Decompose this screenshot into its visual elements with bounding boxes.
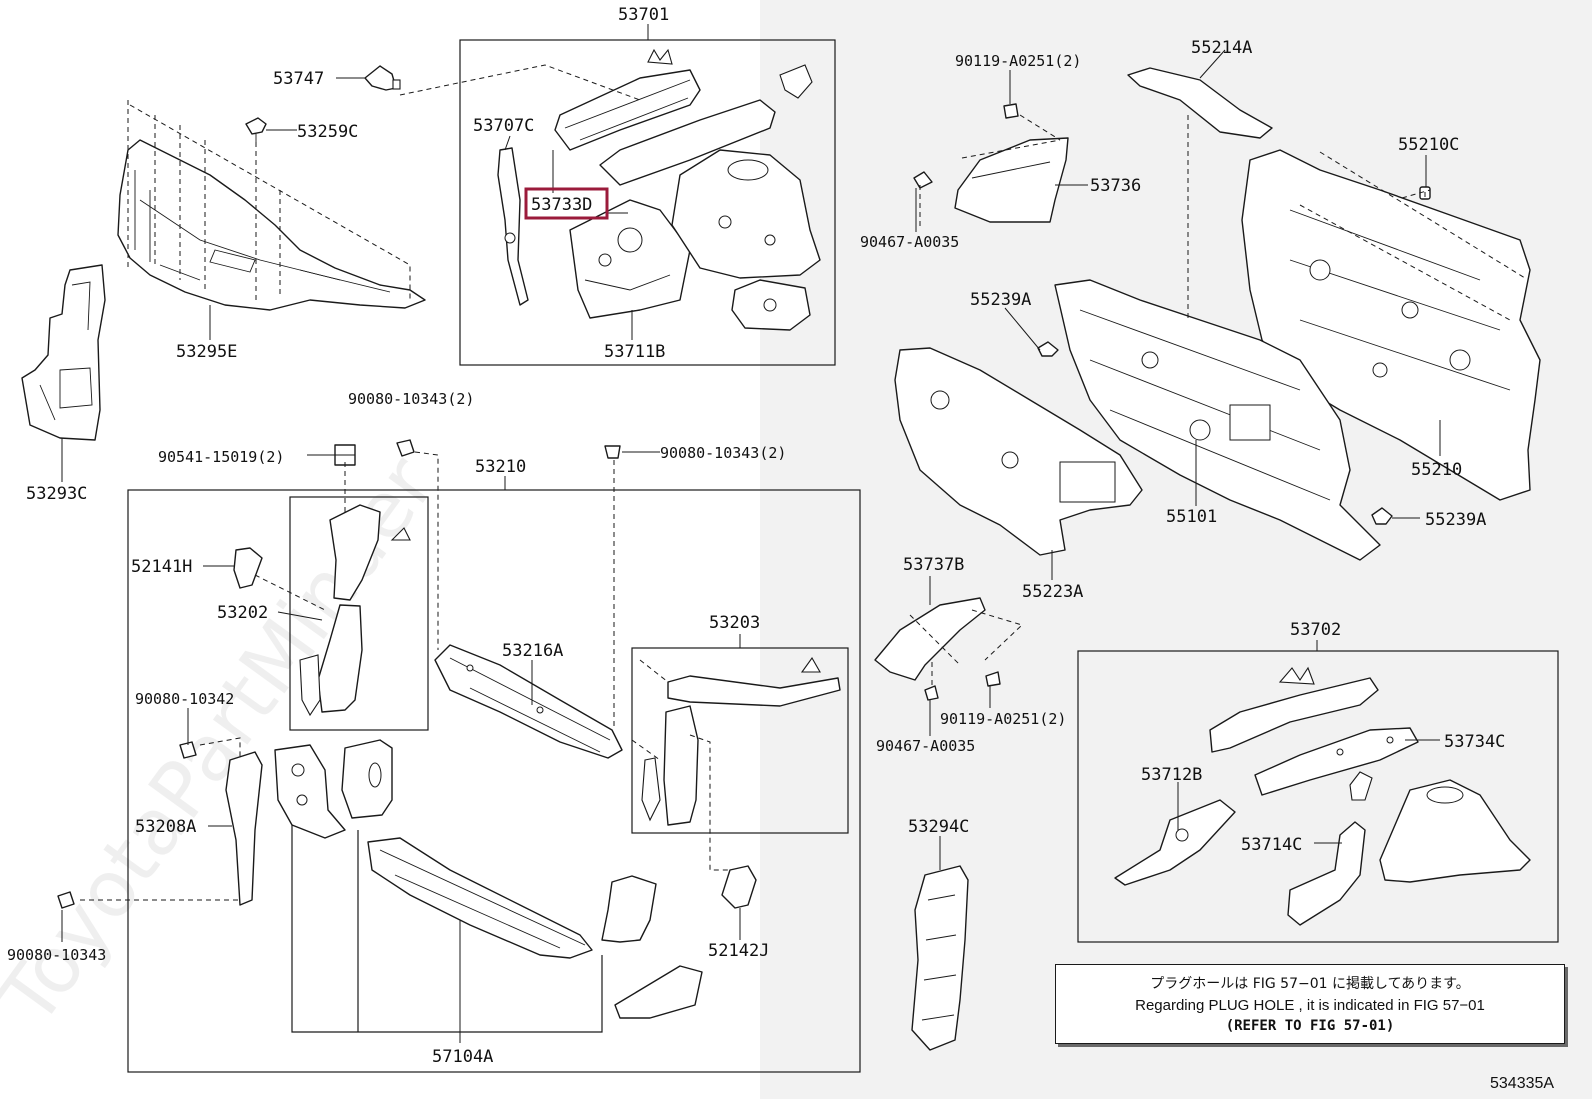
label-53208A[interactable]: 53208A: [135, 817, 196, 837]
part-53216A-shape: [434, 644, 623, 759]
group-frame-53202: [289, 496, 429, 731]
part-53293C-shape: [21, 264, 106, 441]
part-55210-shape: [1241, 149, 1541, 501]
part-53210-brace-left: [274, 744, 346, 839]
label-53747[interactable]: 53747: [273, 69, 324, 89]
label-53736[interactable]: 53736: [1090, 176, 1141, 196]
label-90467-A0035-a[interactable]: 90467-A0035: [860, 233, 959, 251]
label-90080-10343[interactable]: 90080-10343: [7, 946, 106, 964]
part-53202-shape: [299, 504, 411, 717]
part-57104A-side: [601, 875, 657, 943]
part-52141H-shape: [233, 547, 263, 589]
label-55210[interactable]: 55210: [1411, 460, 1462, 480]
bolt-icons-right: [913, 103, 1019, 701]
part-53259C-shape: [245, 117, 267, 142]
bolt-icons: [57, 439, 621, 909]
label-53210[interactable]: 53210: [475, 457, 526, 477]
label-53293C[interactable]: 53293C: [26, 484, 87, 504]
part-53295E-shape: [117, 139, 426, 311]
label-53701[interactable]: 53701: [618, 5, 669, 25]
label-90080-10342[interactable]: 90080-10342: [135, 690, 234, 708]
label-90080-10343-2-a[interactable]: 90080-10343(2): [348, 390, 474, 408]
label-53702[interactable]: 53702: [1290, 620, 1341, 640]
group-bracket-57104A: [291, 750, 603, 1033]
part-53702-rail: [1209, 666, 1379, 753]
label-53203[interactable]: 53203: [709, 613, 760, 633]
part-53203-shape: [641, 656, 841, 826]
note-line-refer: (REFER TO FIG 57-01): [1225, 1018, 1395, 1034]
label-90467-A0035-b[interactable]: 90467-A0035: [876, 737, 975, 755]
label-53733D[interactable]: 53733D: [531, 195, 592, 215]
part-57104A-shape: [367, 837, 593, 959]
label-53711B[interactable]: 53711B: [604, 342, 665, 362]
label-90119-A0251-2-a[interactable]: 90119-A0251(2): [955, 52, 1081, 70]
label-53259C[interactable]: 53259C: [297, 122, 358, 142]
dashed-reference-lines: [80, 64, 1526, 901]
part-53210-brace-mid: [341, 739, 393, 819]
label-53216A[interactable]: 53216A: [502, 641, 563, 661]
highlight-box-53733D[interactable]: [524, 187, 609, 220]
label-53295E[interactable]: 53295E: [176, 342, 237, 362]
part-55239A-clips: [1037, 341, 1393, 525]
part-53701-rail: [554, 48, 701, 151]
group-frame-53702: [1077, 650, 1559, 943]
label-52142J[interactable]: 52142J: [708, 941, 769, 961]
label-55214A[interactable]: 55214A: [1191, 38, 1252, 58]
part-53701-wheelhouse: [671, 149, 821, 279]
label-55239A-a[interactable]: 55239A: [970, 290, 1031, 310]
label-90080-10343-2-b[interactable]: 90080-10343(2): [660, 444, 786, 462]
label-90541-15019-2[interactable]: 90541-15019(2): [158, 448, 284, 466]
label-53712B[interactable]: 53712B: [1141, 765, 1202, 785]
part-53701-apron: [599, 64, 813, 186]
group-frame-53210: [127, 489, 861, 1073]
part-53702-wheelhouse: [1349, 771, 1531, 883]
part-53711B-shape: [569, 199, 691, 319]
note-line-english: Regarding PLUG HOLE , it is indicated in…: [1135, 997, 1485, 1014]
part-53734C-shape: [1254, 727, 1419, 796]
group-frame-53203: [631, 647, 849, 834]
part-53208A-shape: [179, 741, 263, 906]
part-55101-shape: [1054, 279, 1381, 561]
part-53712B-shape: [1114, 799, 1236, 886]
part-53701-bracket-small: [731, 279, 811, 331]
part-55223A-shape: [894, 347, 1143, 556]
label-53714C[interactable]: 53714C: [1241, 835, 1302, 855]
label-53734C[interactable]: 53734C: [1444, 732, 1505, 752]
diagram-code: 534335A: [1490, 1075, 1555, 1092]
label-53737B[interactable]: 53737B: [903, 555, 964, 575]
label-57104A[interactable]: 57104A: [432, 1047, 493, 1067]
leader-lines: [61, 24, 1441, 1043]
part-53294C-shape: [911, 865, 969, 1051]
part-52142J-shape: [721, 865, 757, 909]
label-55101[interactable]: 55101: [1166, 507, 1217, 527]
label-90119-A0251-2-b[interactable]: 90119-A0251(2): [940, 710, 1066, 728]
label-53294C[interactable]: 53294C: [908, 817, 969, 837]
label-55239A-b[interactable]: 55239A: [1425, 510, 1486, 530]
note-line-japanese: プラグホールは FIG 57−01 に掲載してあります。: [1150, 976, 1470, 992]
part-53707C-shape: [497, 147, 529, 306]
part-53714C-shape: [1287, 821, 1366, 926]
background-shade: [760, 0, 1592, 1099]
part-53747-shape: [364, 65, 401, 91]
note-box: プラグホールは FIG 57−01 に掲載してあります。 Regarding P…: [1055, 964, 1565, 1044]
label-52141H[interactable]: 52141H: [131, 557, 192, 577]
label-55223A[interactable]: 55223A: [1022, 582, 1083, 602]
part-53737B-shape: [874, 597, 986, 681]
part-55214A-shape: [1127, 67, 1273, 139]
label-53707C[interactable]: 53707C: [473, 116, 534, 136]
part-57104A-lower: [614, 965, 703, 1019]
label-53202[interactable]: 53202: [217, 603, 268, 623]
part-labels: 53701 53747 53259C 53707C 53733D 53711B …: [7, 5, 1505, 1067]
part-53736-shape: [954, 137, 1069, 223]
label-55210C[interactable]: 55210C: [1398, 135, 1459, 155]
